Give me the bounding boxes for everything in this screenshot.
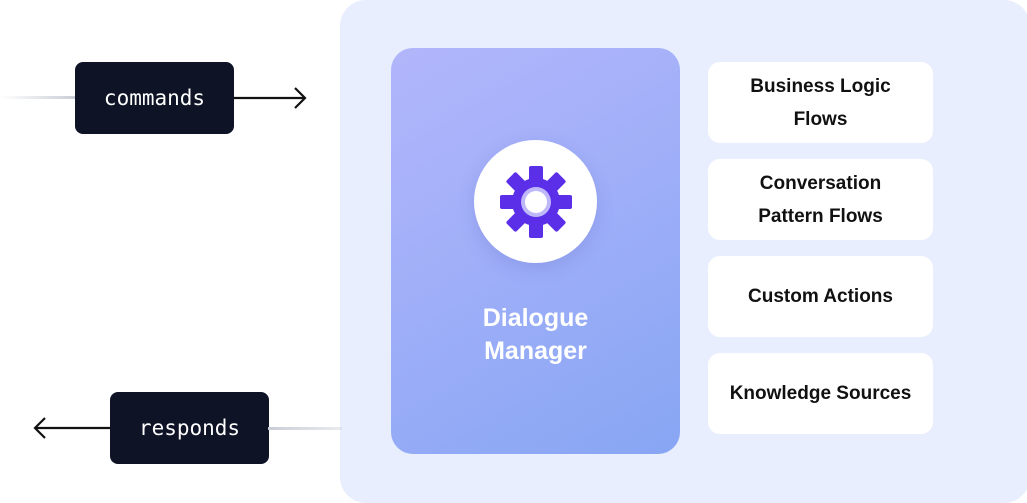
- responds-tag: responds: [110, 392, 269, 464]
- gear-icon: [499, 165, 572, 238]
- knowledge-sources-box: Knowledge Sources: [708, 353, 933, 434]
- commands-arrow-icon: [234, 87, 307, 109]
- flow-label-line1: Conversation: [759, 172, 882, 194]
- responds-label: responds: [138, 416, 241, 440]
- flow-label-line2: Pattern Flows: [758, 205, 883, 227]
- commands-tag: commands: [75, 62, 234, 134]
- responds-outgoing-line: [268, 427, 342, 430]
- flow-label-line2: Flows: [793, 108, 848, 130]
- gear-badge: [474, 140, 597, 263]
- dialogue-manager-title-line1: Dialogue: [482, 304, 589, 332]
- dialogue-manager-title: Dialogue Manager: [391, 302, 680, 368]
- custom-actions-box: Custom Actions: [708, 256, 933, 337]
- commands-incoming-line: [0, 96, 76, 99]
- commands-label: commands: [103, 86, 206, 110]
- flow-label-line1: Business Logic: [750, 75, 891, 97]
- dialogue-manager-title-line2: Manager: [484, 337, 587, 365]
- flow-label: Custom Actions: [748, 286, 893, 307]
- responds-arrow-icon: [33, 417, 110, 439]
- flow-label: Knowledge Sources: [729, 383, 912, 404]
- business-logic-flows-box: Business Logic Flows: [708, 62, 933, 143]
- conversation-pattern-flows-box: Conversation Pattern Flows: [708, 159, 933, 240]
